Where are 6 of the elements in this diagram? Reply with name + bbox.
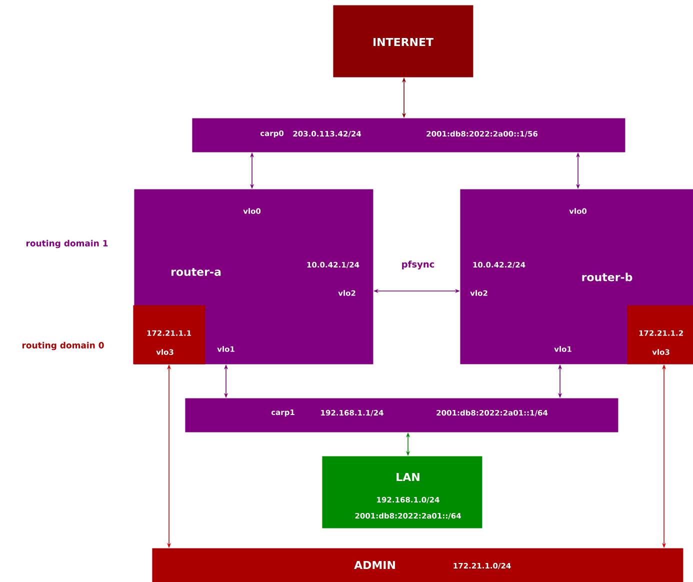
edge-label: pfsync: [402, 260, 434, 270]
network-box: INTERNET: [333, 5, 474, 78]
domain-label: routing domain 0: [22, 342, 104, 350]
node-label: router-b: [582, 272, 632, 282]
node-label: router-a: [171, 268, 221, 276]
domain-label: routing domain 1: [26, 240, 108, 248]
